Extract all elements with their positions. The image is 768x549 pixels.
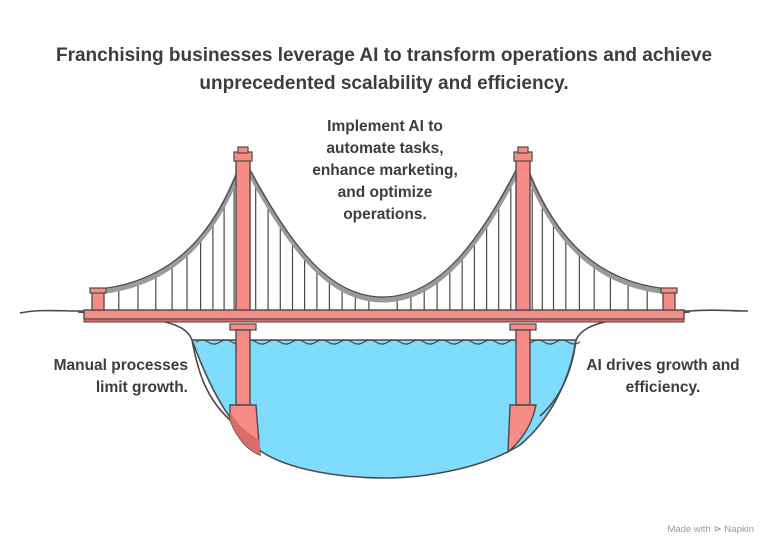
title-line-2: unprecedented scalability and efficiency… <box>199 73 569 94</box>
bridge-deck <box>83 309 685 320</box>
label-top-line: Implement AI to <box>327 118 443 135</box>
main-cable-right <box>520 159 669 295</box>
main-cable-left-edge <box>97 156 244 290</box>
label-ai-drives-growth: AI drives growth and efficiency. <box>578 355 748 399</box>
label-top-line: automate tasks, <box>326 140 444 157</box>
main-cable-center-edge <box>242 156 524 298</box>
label-top-line: and optimize <box>337 184 433 201</box>
label-left-line: Manual processes <box>53 357 188 374</box>
label-top-line: operations. <box>343 206 427 223</box>
label-manual-processes: Manual processes limit growth. <box>18 355 188 399</box>
napkin-logo-icon: ⋗ <box>713 524 722 535</box>
diagram-title: Franchising businesses leverage AI to tr… <box>0 42 768 98</box>
suspender-cables <box>118 184 648 310</box>
left-tower <box>229 146 261 457</box>
made-with-text: Made with <box>667 524 711 535</box>
main-cable-center <box>240 158 526 303</box>
left-end-pier <box>89 287 107 311</box>
label-right-line: efficiency. <box>625 379 701 396</box>
napkin-brand: Napkin <box>724 524 754 535</box>
right-end-pier <box>660 287 678 311</box>
label-implement-ai: Implement AI to automate tasks, enhance … <box>282 116 488 226</box>
label-left-line: limit growth. <box>95 379 188 396</box>
label-top-line: enhance marketing, <box>312 162 458 179</box>
made-with-footer: Made with ⋗ Napkin <box>667 524 754 535</box>
title-line-1: Franchising businesses leverage AI to tr… <box>55 45 713 66</box>
main-cable-right-edge <box>522 156 669 290</box>
main-cable-left <box>97 159 246 295</box>
bridge-deck-shadow <box>83 318 685 323</box>
right-tower <box>507 146 537 454</box>
label-right-line: AI drives growth and <box>586 357 740 374</box>
